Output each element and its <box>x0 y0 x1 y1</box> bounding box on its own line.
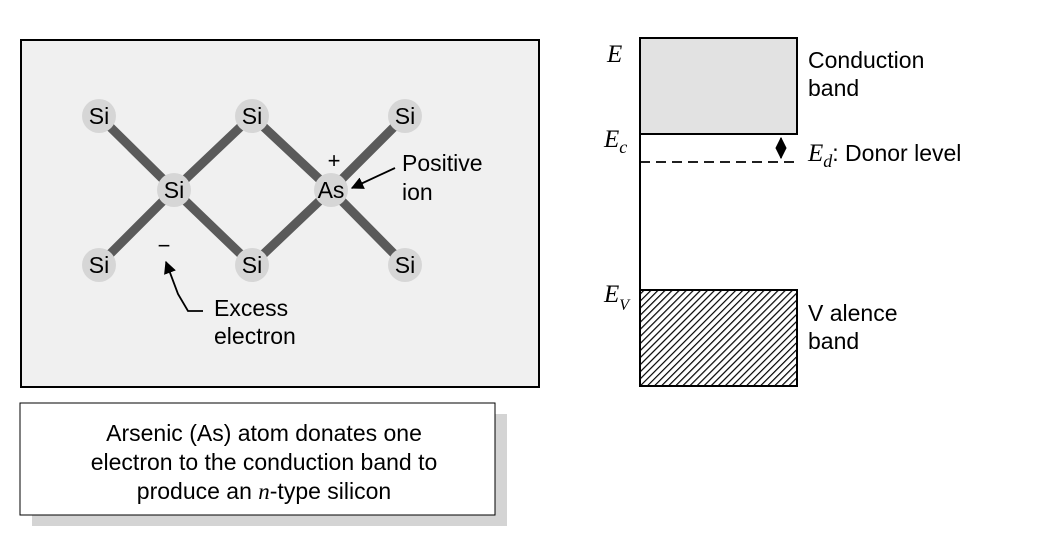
atom-label: As <box>318 177 345 203</box>
caption-line3-italic: n <box>258 479 270 504</box>
caption-line3: produce an n-type silicon <box>137 478 391 504</box>
atom: Si <box>82 99 116 133</box>
atom: Si <box>157 173 191 207</box>
caption-line2: electron to the conduction band to <box>91 449 438 475</box>
caption-box <box>19 402 496 516</box>
atom-circle <box>82 99 116 133</box>
valence-band <box>639 289 798 387</box>
caption-line3-pre: produce an <box>137 478 258 504</box>
lattice-panel <box>20 39 540 388</box>
atom-label: Si <box>164 177 184 203</box>
plus-sign: + <box>328 148 341 173</box>
ev-label-main: E <box>603 281 619 308</box>
ec-label: Ec <box>603 126 627 157</box>
bond <box>94 185 179 270</box>
minus-sign: − <box>158 233 171 258</box>
atom-label: Si <box>242 103 262 129</box>
valence-band-label-line2: band <box>808 328 859 354</box>
donor-level-text: : Donor level <box>832 140 961 166</box>
atom-circle <box>235 248 269 282</box>
excess-electron-arrow <box>164 260 203 312</box>
atom-label: Si <box>395 252 415 278</box>
atom-label: Si <box>89 252 109 278</box>
valence-band-label-line1: V alence <box>808 300 898 326</box>
bond <box>169 111 257 195</box>
positive-ion-arrow <box>350 167 396 189</box>
bond <box>326 185 410 270</box>
atom: Si <box>388 99 422 133</box>
conduction-band <box>639 37 798 135</box>
atom-circle <box>314 173 348 207</box>
atom-circle <box>157 173 191 207</box>
caption-line3-post: -type silicon <box>270 478 391 504</box>
caption-line1: Arsenic (As) atom donates one <box>106 420 422 446</box>
bond <box>247 111 336 195</box>
atom-circle <box>388 99 422 133</box>
atom-circle <box>388 248 422 282</box>
bond <box>247 185 336 270</box>
atom-circle <box>235 99 269 133</box>
atom: Si <box>388 248 422 282</box>
conduction-band-label-line1: Conduction <box>808 47 924 73</box>
ec-label-main: E <box>603 126 619 153</box>
excess-electron-label-line2: electron <box>214 323 296 349</box>
atom-label: Si <box>89 103 109 129</box>
atoms: Si Si Si Si As Si Si Si <box>82 99 422 282</box>
atom: Si <box>235 248 269 282</box>
ec-label-sub: c <box>619 137 627 157</box>
energy-axis-label: E <box>606 41 622 68</box>
ed-label-main: E <box>807 140 823 167</box>
atom: Si <box>235 99 269 133</box>
ev-label: EV <box>603 281 631 314</box>
conduction-band-label-line2: band <box>808 75 859 101</box>
atom-label: Si <box>242 252 262 278</box>
bond <box>326 111 410 195</box>
bonds <box>94 111 410 270</box>
ed-label-sub: d <box>823 151 833 171</box>
atom-label: Si <box>395 103 415 129</box>
ev-label-sub: V <box>619 297 631 314</box>
atom: Si <box>82 248 116 282</box>
positive-ion-label-line1: Positive <box>402 150 483 176</box>
positive-ion-label-line2: ion <box>402 179 433 205</box>
atom-arsenic: As <box>314 173 348 207</box>
bond <box>94 111 179 195</box>
excess-electron-label-line1: Excess <box>214 295 288 321</box>
atom-circle <box>82 248 116 282</box>
donor-level-label: Ed: Donor level <box>807 140 961 171</box>
bond <box>169 185 257 270</box>
